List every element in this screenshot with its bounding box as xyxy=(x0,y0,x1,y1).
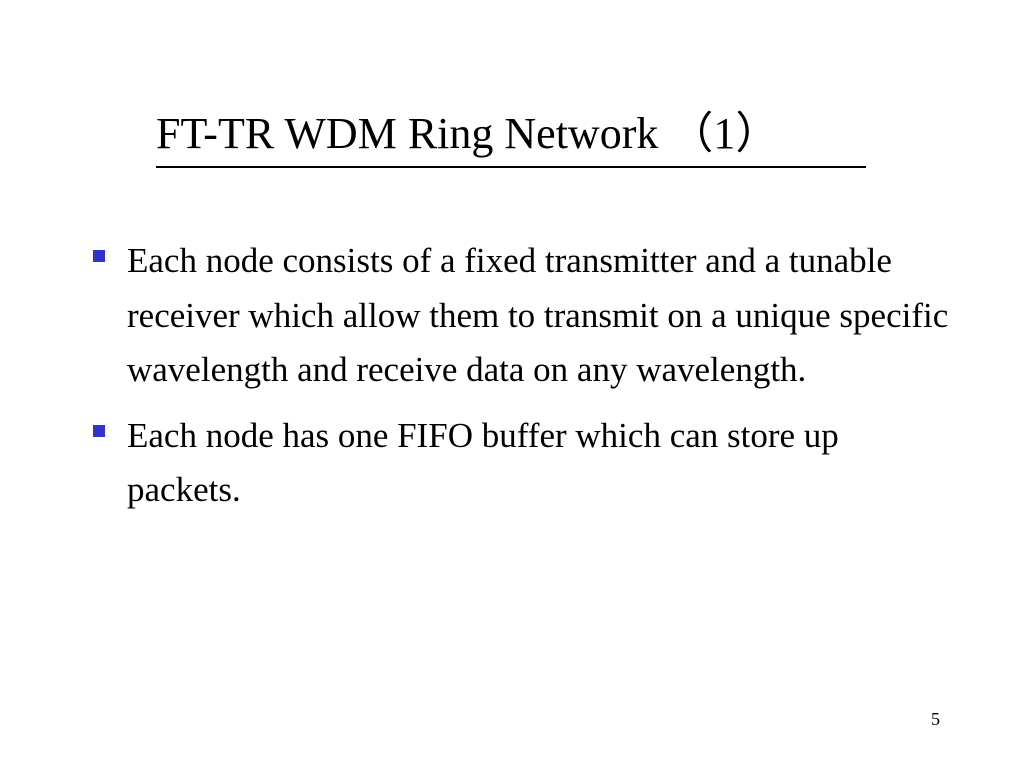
bullet-list: Each node consists of a fixed transmitte… xyxy=(90,234,950,529)
square-bullet-icon xyxy=(93,250,105,262)
bullet-text: Each node has one FIFO buffer which can … xyxy=(127,415,839,510)
square-bullet-icon xyxy=(93,424,105,437)
bullet-item: Each node consists of a fixed transmitte… xyxy=(90,234,950,398)
bullet-text: Each node consists of a fixed transmitte… xyxy=(127,241,949,389)
page-number: 5 xyxy=(931,709,940,729)
slide-title: FT-TR WDM Ring Network （1） xyxy=(156,109,780,158)
title-underline: FT-TR WDM Ring Network （1） xyxy=(156,104,866,168)
bullet-item: Each node has one FIFO buffer which can … xyxy=(90,409,950,518)
